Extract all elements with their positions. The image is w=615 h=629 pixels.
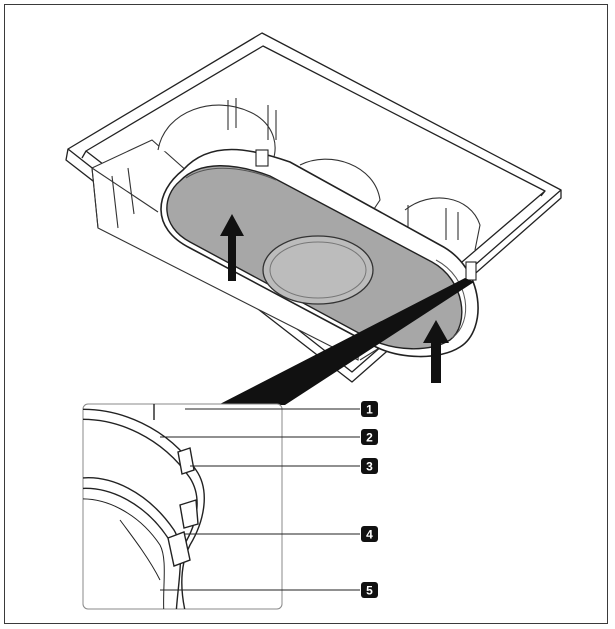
callout-1: 1: [361, 401, 378, 417]
callout-2: 2: [361, 429, 378, 445]
callout-badge-3-icon: [361, 458, 378, 474]
callout-number-3: 3: [366, 460, 373, 474]
filter-center-disc: [262, 235, 374, 305]
callout-number-1: 1: [366, 403, 373, 417]
callout-badge-4-icon: [361, 526, 378, 542]
callout-badge-2-icon: [361, 429, 378, 445]
detail-inset: [82, 403, 283, 610]
figure-border: [4, 4, 608, 624]
callout-4: 4: [361, 526, 378, 542]
lift-arrow-right: [423, 320, 449, 383]
leader-lines: [160, 408, 360, 591]
callout-number-4: 4: [366, 528, 373, 542]
cover-clip-right: [465, 261, 477, 281]
callout-number-5: 5: [366, 584, 373, 598]
cover-clip-top: [255, 149, 269, 167]
filter-cover: [160, 148, 479, 358]
lift-arrow-left: [220, 214, 244, 281]
callout-5: 5: [361, 582, 378, 598]
callout-3: 3: [361, 458, 378, 474]
zoom-wedge: [218, 278, 474, 405]
callout-badge-1-icon: [361, 401, 378, 417]
callout-number-2: 2: [366, 431, 373, 445]
callout-badge-5-icon: [361, 582, 378, 598]
